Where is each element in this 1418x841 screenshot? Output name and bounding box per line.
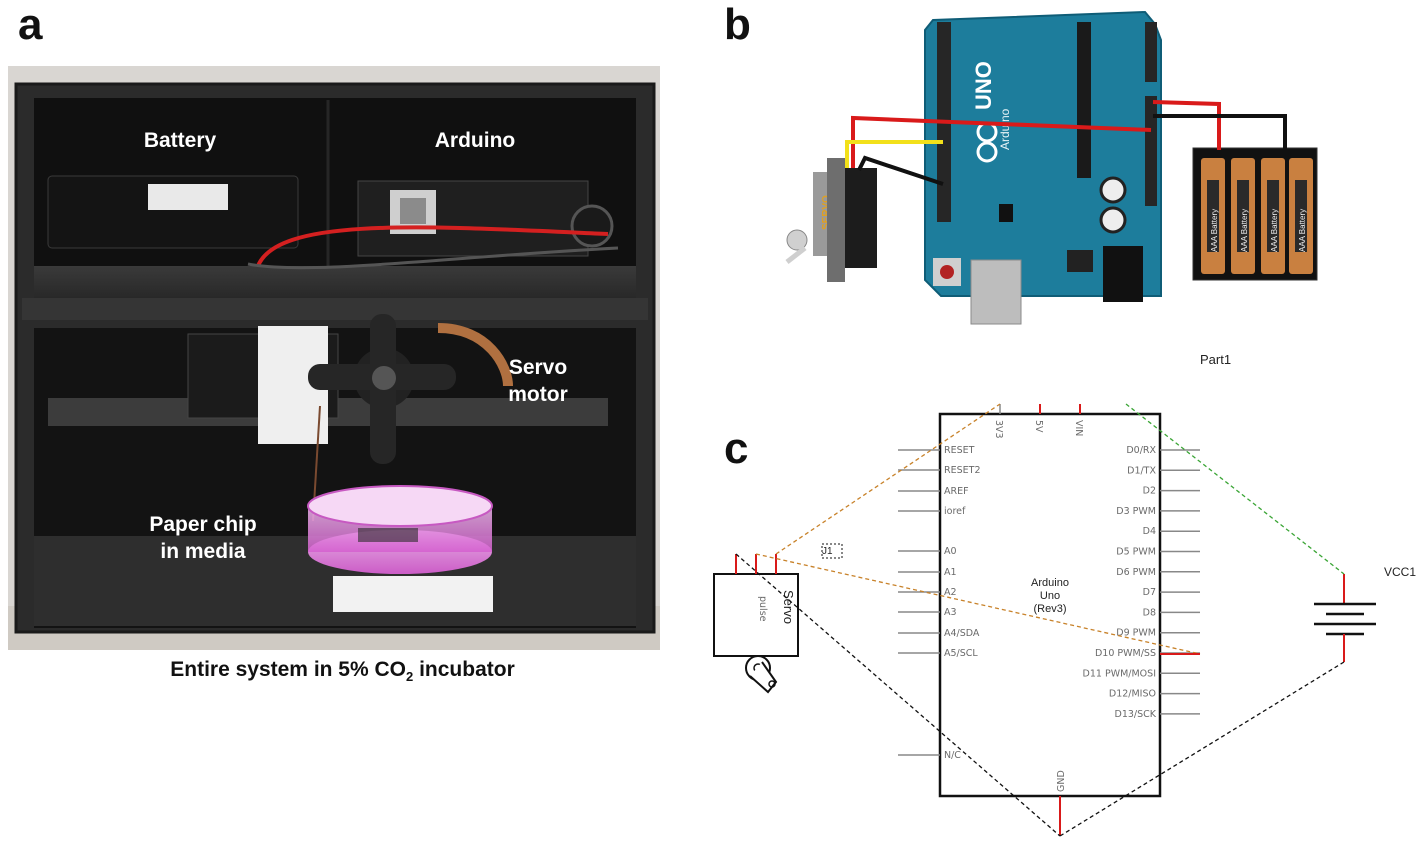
left-pin-label: RESET bbox=[944, 445, 975, 456]
right-pin-label: D5 PWM bbox=[1116, 547, 1156, 558]
wire-red-battery bbox=[1152, 100, 1221, 150]
wire-signal bbox=[755, 553, 1201, 655]
wire-red-servo bbox=[851, 115, 1152, 168]
left-pin-label: A2 bbox=[944, 587, 957, 598]
petri-dish bbox=[307, 485, 493, 612]
left-pin-label: AREF bbox=[944, 486, 969, 497]
right-pin-label: D10 PWM/SS bbox=[1095, 648, 1156, 659]
right-pin-label: D7 bbox=[1143, 587, 1156, 598]
label-battery: Battery bbox=[143, 129, 217, 152]
photo-caption: Entire system in 5% CO2 incubator bbox=[60, 658, 625, 684]
wire-gnd-servo bbox=[735, 553, 1061, 837]
pin-3v3: 3V3 bbox=[993, 420, 1004, 439]
schematic-board-rev: (Rev3) bbox=[1033, 603, 1066, 615]
schematic-board-model: Uno bbox=[1040, 590, 1060, 602]
schematic-board-name: Arduino bbox=[1031, 577, 1069, 589]
wire-yellow-servo bbox=[845, 140, 943, 168]
left-pin-label: A5/SCL bbox=[944, 648, 978, 659]
right-pin-label: D11 PWM/MOSI bbox=[1083, 668, 1156, 679]
left-pin-label: ioref bbox=[944, 506, 966, 517]
battery-ref: VCC1 bbox=[1384, 565, 1416, 579]
label-servo-motor: Servo motor bbox=[508, 356, 568, 406]
schematic-servo: Servo pulse J1 bbox=[713, 543, 843, 694]
servo-component: SERVO bbox=[785, 158, 877, 282]
right-pin-label: D9 PWM bbox=[1116, 628, 1156, 639]
schematic-wires bbox=[735, 403, 1345, 837]
pin-vin: VIN bbox=[1073, 420, 1084, 436]
panel-letter-b: b bbox=[724, 0, 751, 49]
left-pin-label: A1 bbox=[944, 567, 957, 578]
pin-5v: 5V bbox=[1033, 420, 1044, 433]
breadboard-diagram: UNO Arduino SERVO AAA Battery AAA Batte bbox=[785, 10, 1318, 325]
wire-vcc bbox=[1125, 403, 1345, 575]
wire-gnd-battery bbox=[1059, 661, 1345, 837]
left-pin-label: N/C bbox=[944, 750, 961, 761]
system-photo bbox=[8, 66, 660, 650]
left-pin-label: A4/SDA bbox=[944, 628, 980, 639]
battery-cell-1-text: AAA Battery bbox=[1210, 209, 1219, 252]
battery-pack bbox=[47, 175, 299, 249]
servo-pulse: pulse bbox=[757, 596, 768, 622]
top-pin-group: 3V3 5V VIN bbox=[993, 404, 1084, 439]
right-pin-label: D6 PWM bbox=[1116, 567, 1156, 578]
wires bbox=[845, 100, 1287, 186]
right-pin-label: D2 bbox=[1143, 486, 1156, 497]
right-pin-label: D13/SCK bbox=[1115, 709, 1157, 720]
caption-main: Entire system in 5% CO bbox=[170, 658, 406, 681]
part1-label: Part1 bbox=[1200, 352, 1232, 367]
wire-5v-servo bbox=[775, 403, 1001, 555]
battery-holder: AAA Battery AAA Battery AAA Battery AAA … bbox=[1192, 147, 1318, 281]
bottom-pin-group: GND bbox=[1056, 770, 1067, 836]
panel-letter-c: c bbox=[724, 424, 749, 473]
wire-black-battery bbox=[1153, 114, 1287, 150]
arduino-uno-board: UNO Arduino bbox=[924, 10, 1162, 325]
board-uno-text: UNO bbox=[971, 61, 996, 110]
right-pin-label: D0/RX bbox=[1126, 445, 1156, 456]
servo-horn bbox=[308, 314, 456, 464]
panel-letter-a: a bbox=[18, 0, 43, 49]
caption-tail: incubator bbox=[413, 658, 515, 681]
right-pin-label: D12/MISO bbox=[1109, 689, 1156, 700]
caption-sub: 2 bbox=[406, 669, 414, 685]
left-pin-label: A3 bbox=[944, 607, 957, 618]
battery-cell-4-text: AAA Battery bbox=[1298, 209, 1307, 252]
wire-black-servo bbox=[857, 155, 944, 186]
label-paper-chip: Paper chip in media bbox=[149, 513, 257, 563]
pin-gnd: GND bbox=[1056, 770, 1067, 792]
right-pin-label: D4 bbox=[1143, 526, 1156, 537]
schematic-battery: VCC1 bbox=[1314, 565, 1416, 662]
left-pin-label: RESET2 bbox=[944, 465, 980, 476]
battery-cell-2-text: AAA Battery bbox=[1240, 209, 1249, 252]
battery-cell-3-text: AAA Battery bbox=[1270, 209, 1279, 252]
right-pin-label: D8 bbox=[1143, 607, 1156, 618]
servo-label-text: SERVO bbox=[821, 195, 832, 230]
right-pin-label: D3 PWM bbox=[1116, 506, 1156, 517]
board-brand-text: Arduino bbox=[998, 108, 1012, 150]
right-pin-label: D1/TX bbox=[1127, 465, 1156, 476]
left-pin-label: A0 bbox=[944, 546, 957, 557]
label-arduino: Arduino bbox=[434, 129, 516, 152]
servo-ref: J1 bbox=[822, 546, 833, 557]
schematic-arduino-body bbox=[938, 412, 1162, 798]
servo-name: Servo bbox=[781, 590, 796, 624]
